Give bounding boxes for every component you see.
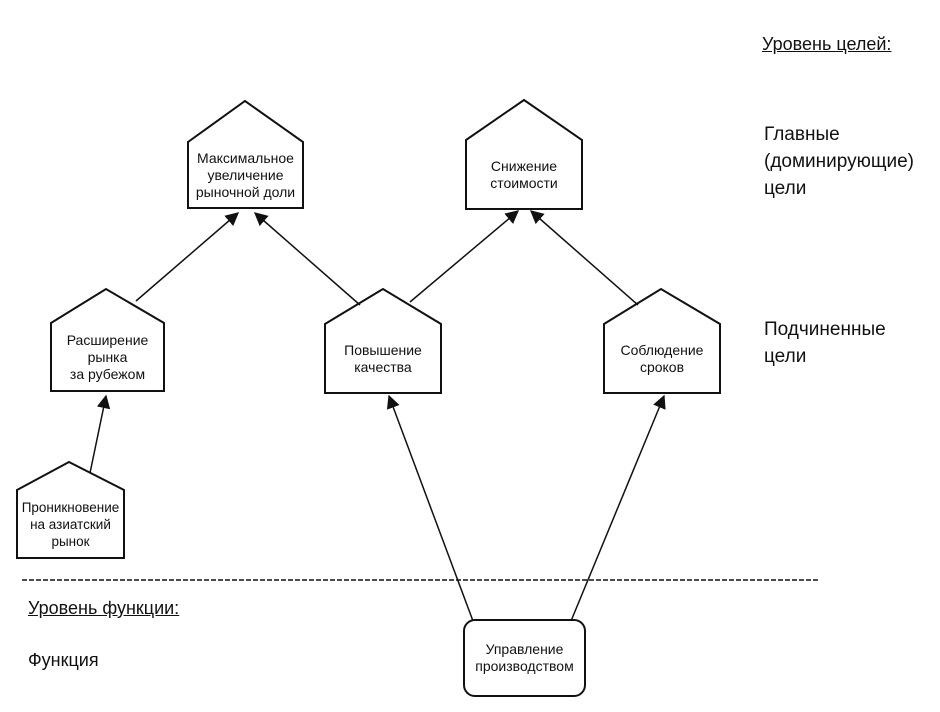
arrow-deadlines-to-cost xyxy=(529,210,639,306)
arrow-production-to-quality xyxy=(386,394,474,622)
functions-level-title: Уровень функции: xyxy=(28,598,180,618)
node-label-deadlines: Соблюдение сроков xyxy=(620,341,704,375)
node-label-quality: Повышение качества xyxy=(344,341,422,375)
node-shape-deadlines xyxy=(603,287,721,394)
node-shape-production-mgmt xyxy=(463,619,586,697)
node-label-cost-reduction: Снижение стоимости xyxy=(490,157,558,191)
node-shape-cost-reduction xyxy=(465,98,583,210)
main-goals-label: Главные (доминирующие) цели xyxy=(764,124,915,199)
arrow-production-to-deadlines xyxy=(570,394,666,622)
node-label-expand-abroad: Расширение рынка за рубежом xyxy=(66,331,149,382)
arrow-quality-to-cost xyxy=(409,210,520,303)
arrow-quality-to-max-share xyxy=(253,212,361,306)
node-shape-expand-abroad xyxy=(50,287,165,392)
arrow-expand-to-max-share xyxy=(135,212,240,302)
function-label: Функция xyxy=(28,650,99,670)
node-label-max-market-share: Максимальное увеличение рыночной доли xyxy=(195,149,296,200)
node-label-asian-market: Проникновение на азиатский рынок xyxy=(21,499,120,549)
node-shape-quality xyxy=(324,287,442,394)
goals-level-title: Уровень целей: xyxy=(762,34,892,54)
node-shape-asian-market xyxy=(16,460,125,559)
node-label-production-mgmt: Управление производством xyxy=(475,641,574,674)
sub-goals-label: Подчиненные цели xyxy=(764,319,886,367)
arrow-asian-to-expand xyxy=(89,394,111,474)
node-shape-max-market-share xyxy=(187,99,304,209)
